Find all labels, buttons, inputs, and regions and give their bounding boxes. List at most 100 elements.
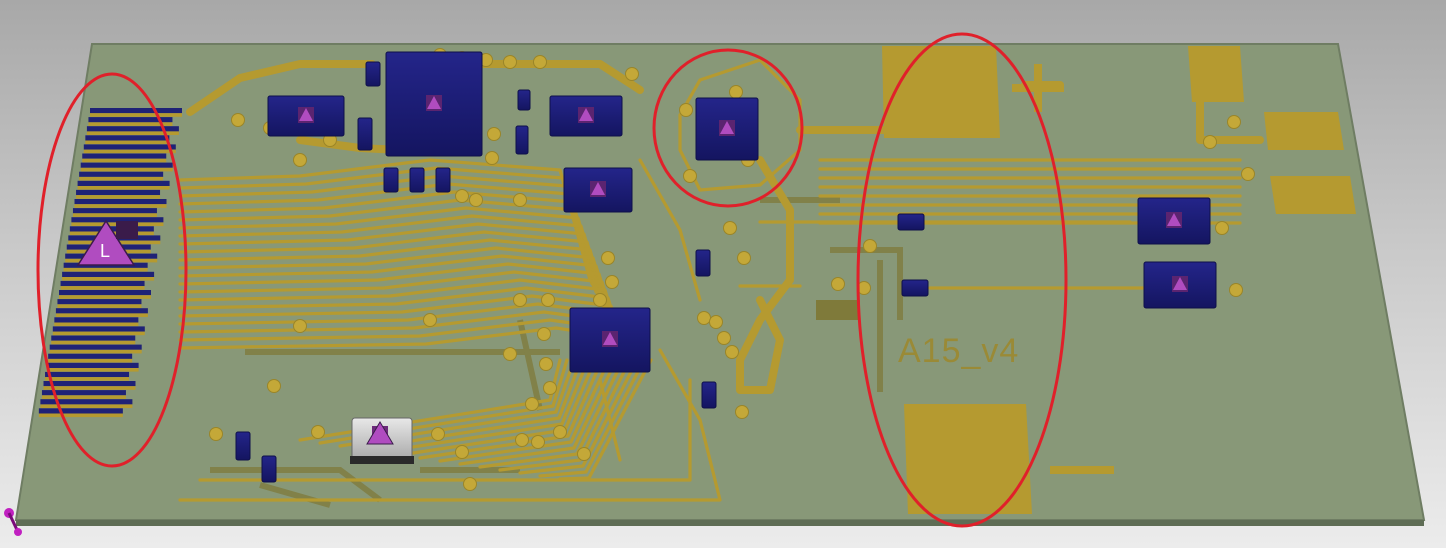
connector-pad-1: [1188, 46, 1244, 102]
passive-component[interactable]: [695, 249, 711, 277]
via: [513, 293, 527, 307]
via: [1227, 115, 1241, 129]
passive-component[interactable]: [261, 455, 277, 483]
connector-finger: [54, 317, 139, 323]
passive-component[interactable]: [897, 213, 925, 231]
signal-trace: [498, 358, 632, 472]
via: [423, 313, 437, 327]
via: [683, 169, 697, 183]
via: [537, 327, 551, 341]
connector-finger: [52, 326, 145, 332]
connector-finger: [80, 162, 173, 168]
connector-gap: [54, 322, 139, 327]
connector-finger: [90, 108, 182, 114]
ic-right-bottom[interactable]: [1143, 261, 1217, 309]
connector-gap: [90, 113, 182, 117]
via: [863, 239, 877, 253]
connector-gap: [57, 304, 142, 308]
connector-finger: [74, 199, 167, 205]
signal-trace: [198, 378, 692, 482]
connector-finger: [71, 217, 164, 223]
connector-finger: [62, 271, 155, 277]
connector-finger: [79, 171, 164, 177]
connector-finger: [60, 280, 145, 287]
via: [1215, 221, 1229, 235]
via: [431, 427, 445, 441]
connector-logo-letter: L: [100, 241, 110, 261]
ic-large-regulator[interactable]: [385, 51, 483, 157]
white-chip[interactable]: [350, 417, 414, 464]
connector-gap: [83, 149, 176, 154]
connector-gap: [76, 195, 161, 199]
passive-component[interactable]: [517, 89, 531, 111]
passive-component[interactable]: [515, 125, 529, 155]
connector-finger: [88, 117, 173, 123]
ic-microcontroller[interactable]: [569, 307, 651, 373]
signal-trace: [378, 358, 590, 454]
highlight-power-pads: [856, 32, 1068, 528]
via: [725, 345, 739, 359]
via: [737, 251, 751, 265]
connector-finger: [82, 153, 167, 159]
via: [485, 151, 499, 165]
connector-gap: [86, 131, 179, 135]
connector-finger: [48, 353, 133, 359]
left-ground-pad: [816, 300, 860, 320]
connector-gap: [49, 349, 142, 354]
via: [293, 319, 307, 333]
signal-trace: [178, 348, 722, 502]
via: [515, 433, 529, 447]
passive-component[interactable]: [435, 167, 451, 193]
via: [735, 405, 749, 419]
connector-pad-2: [1264, 112, 1344, 150]
via: [209, 427, 223, 441]
via: [455, 189, 469, 203]
highlight-edge-connector: [36, 72, 188, 468]
connector-gap: [80, 167, 173, 172]
signal-trace: [358, 358, 583, 451]
connector-finger: [77, 180, 170, 186]
connector-gap: [41, 395, 126, 399]
connector-gap: [79, 176, 164, 181]
connector-finger: [55, 308, 148, 314]
connector-gap: [51, 340, 136, 345]
minus-mark: [1050, 466, 1114, 474]
ic-right-top[interactable]: [1137, 197, 1211, 245]
connector-finger: [51, 335, 136, 341]
via: [463, 477, 477, 491]
via: [1229, 283, 1243, 297]
connector-finger: [76, 189, 161, 196]
passive-component[interactable]: [409, 167, 425, 193]
pcb-board-edge: [16, 520, 1424, 526]
passive-component[interactable]: [235, 431, 251, 461]
passive-component[interactable]: [357, 117, 373, 151]
connector-gap: [55, 313, 148, 317]
connector-finger: [41, 390, 126, 396]
passive-component[interactable]: [701, 381, 717, 409]
components: [235, 51, 1217, 483]
via: [531, 435, 545, 449]
ic-mid-package[interactable]: [549, 95, 623, 137]
passive-component[interactable]: [901, 279, 929, 297]
via: [541, 293, 555, 307]
via: [503, 55, 517, 69]
vias: [209, 48, 1255, 491]
ic-sensor[interactable]: [563, 167, 633, 213]
passive-component[interactable]: [383, 167, 399, 193]
connector-finger: [40, 399, 133, 405]
via: [697, 311, 711, 325]
passive-component[interactable]: [365, 61, 381, 87]
via: [605, 275, 619, 289]
connector-finger: [43, 381, 136, 387]
signal-trace: [538, 358, 646, 478]
via: [593, 293, 607, 307]
connector-gap: [43, 386, 136, 390]
ic-left-package[interactable]: [267, 95, 345, 137]
via: [525, 397, 539, 411]
connector-finger: [45, 371, 130, 378]
connector-finger: [86, 126, 179, 132]
connector-gap: [40, 404, 133, 408]
ic-crystal[interactable]: [695, 97, 759, 161]
